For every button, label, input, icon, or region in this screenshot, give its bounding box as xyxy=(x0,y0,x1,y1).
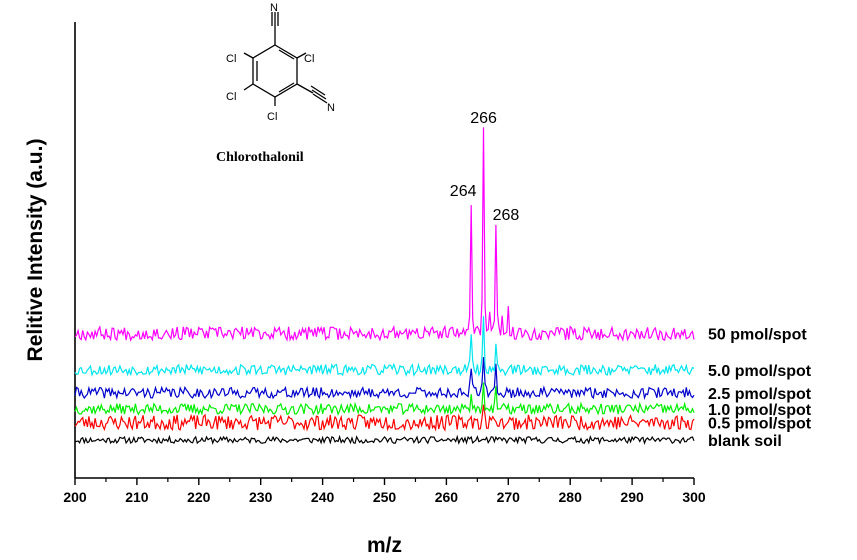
series-line xyxy=(74,357,695,401)
x-tick-label: 220 xyxy=(187,489,211,505)
axes: 200 210 220 230 240 250 260 270 280 290 300 m/z Reli… xyxy=(24,22,706,557)
atom-label-cl-left-bottom: Cl xyxy=(226,91,236,103)
atom-label-n-top: N xyxy=(270,2,278,14)
peak-annotation: 264 xyxy=(450,183,477,200)
series-line xyxy=(74,382,695,416)
benzene-ring xyxy=(243,12,328,106)
atom-label-cl-left-top: Cl xyxy=(226,53,236,65)
series-line xyxy=(74,434,695,445)
y-axis-title: Relitive Intensity (a.u.) xyxy=(24,139,47,362)
x-tick-label: 270 xyxy=(497,489,521,505)
peak-annotation: 266 xyxy=(470,110,497,127)
series-layer xyxy=(74,127,695,445)
series-line xyxy=(74,127,695,342)
peak-annotation: 268 xyxy=(493,207,520,224)
x-tick-label: 240 xyxy=(311,489,335,505)
atom-label-n-right: N xyxy=(327,102,335,114)
atom-label-cl-bottom: Cl xyxy=(267,111,277,123)
x-tick-label: 290 xyxy=(620,489,644,505)
series-label: 0.5 pmol/spot xyxy=(708,415,812,432)
x-tick-label: 250 xyxy=(373,489,397,505)
series-label: 2.5 pmol/spot xyxy=(708,386,812,403)
series-label: 50 pmol/spot xyxy=(708,326,807,343)
x-tick-label: 210 xyxy=(125,489,149,505)
x-tick-label: 300 xyxy=(682,489,706,505)
x-tick-label: 260 xyxy=(435,489,459,505)
molecule-structure: N Cl Cl Cl N Cl Chlorothalonil xyxy=(216,2,335,165)
x-axis-title: m/z xyxy=(367,534,402,557)
atom-label-cl-right: Cl xyxy=(304,53,314,65)
x-tick-label: 280 xyxy=(559,489,583,505)
x-tick-label: 230 xyxy=(249,489,273,505)
series-label: 5.0 pmol/spot xyxy=(708,363,812,380)
series-line xyxy=(74,316,695,378)
x-tick-label: 200 xyxy=(63,489,87,505)
molecule-name: Chlorothalonil xyxy=(216,150,304,165)
series-label: blank soil xyxy=(708,433,782,450)
series-label: 1.0 pmol/spot xyxy=(708,402,812,419)
series-line xyxy=(74,404,695,432)
